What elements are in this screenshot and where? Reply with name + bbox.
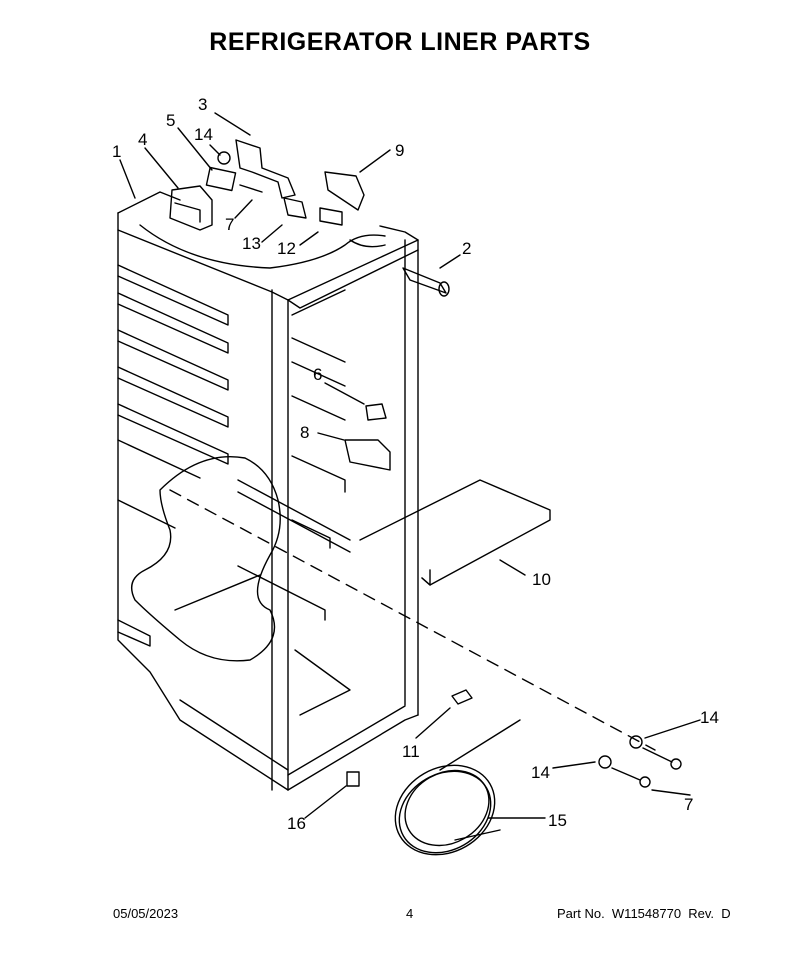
callout-16: 16 (287, 814, 306, 833)
callout-10: 10 (532, 570, 551, 589)
callout-1: 1 (112, 142, 121, 161)
callout-4: 4 (138, 130, 147, 149)
page-title: REFRIGERATOR LINER PARTS (209, 28, 591, 56)
part-10-plate (359, 479, 551, 586)
part-14-top (217, 151, 231, 165)
callout-14-lower: 14 (531, 763, 550, 782)
part-7-right-a (670, 758, 682, 770)
part-5-switch (205, 166, 237, 192)
part-7-top (239, 184, 263, 193)
part-6 (365, 403, 387, 421)
callout-6: 6 (313, 365, 322, 384)
callout-7-right: 7 (684, 795, 693, 814)
callout-14-top: 14 (194, 125, 213, 144)
footer-part-number: Part No. W11548770 Rev. D (557, 906, 731, 921)
part-2-cylinder (402, 267, 450, 297)
part-12 (319, 207, 343, 226)
tube-route-dashed (169, 489, 656, 751)
callout-8: 8 (300, 423, 309, 442)
callout-7: 7 (225, 215, 234, 234)
part-13 (283, 197, 307, 219)
callout-9: 9 (395, 141, 404, 160)
leader-lines (119, 112, 701, 819)
part-4-housing (169, 185, 213, 231)
callout-13: 13 (242, 234, 261, 253)
callout-11: 11 (402, 742, 420, 761)
callout-3: 3 (198, 95, 207, 114)
callout-5: 5 (166, 111, 175, 130)
footer-page-number: 4 (406, 906, 414, 921)
part-9 (324, 171, 365, 211)
part-8 (344, 439, 391, 471)
part-11 (451, 689, 473, 705)
part-16 (346, 771, 360, 787)
part-14-lower (598, 755, 612, 769)
part-14-right (629, 735, 643, 749)
part-7-right-b (639, 776, 651, 788)
callout-2: 2 (462, 239, 471, 258)
footer-date: 05/05/2023 (113, 906, 179, 921)
part-3-bracket (235, 139, 296, 199)
callout-14-right: 14 (700, 708, 719, 727)
callout-15: 15 (548, 811, 567, 830)
part-15-tubing (394, 719, 521, 856)
liner-body (117, 191, 419, 791)
callout-12: 12 (277, 239, 296, 258)
